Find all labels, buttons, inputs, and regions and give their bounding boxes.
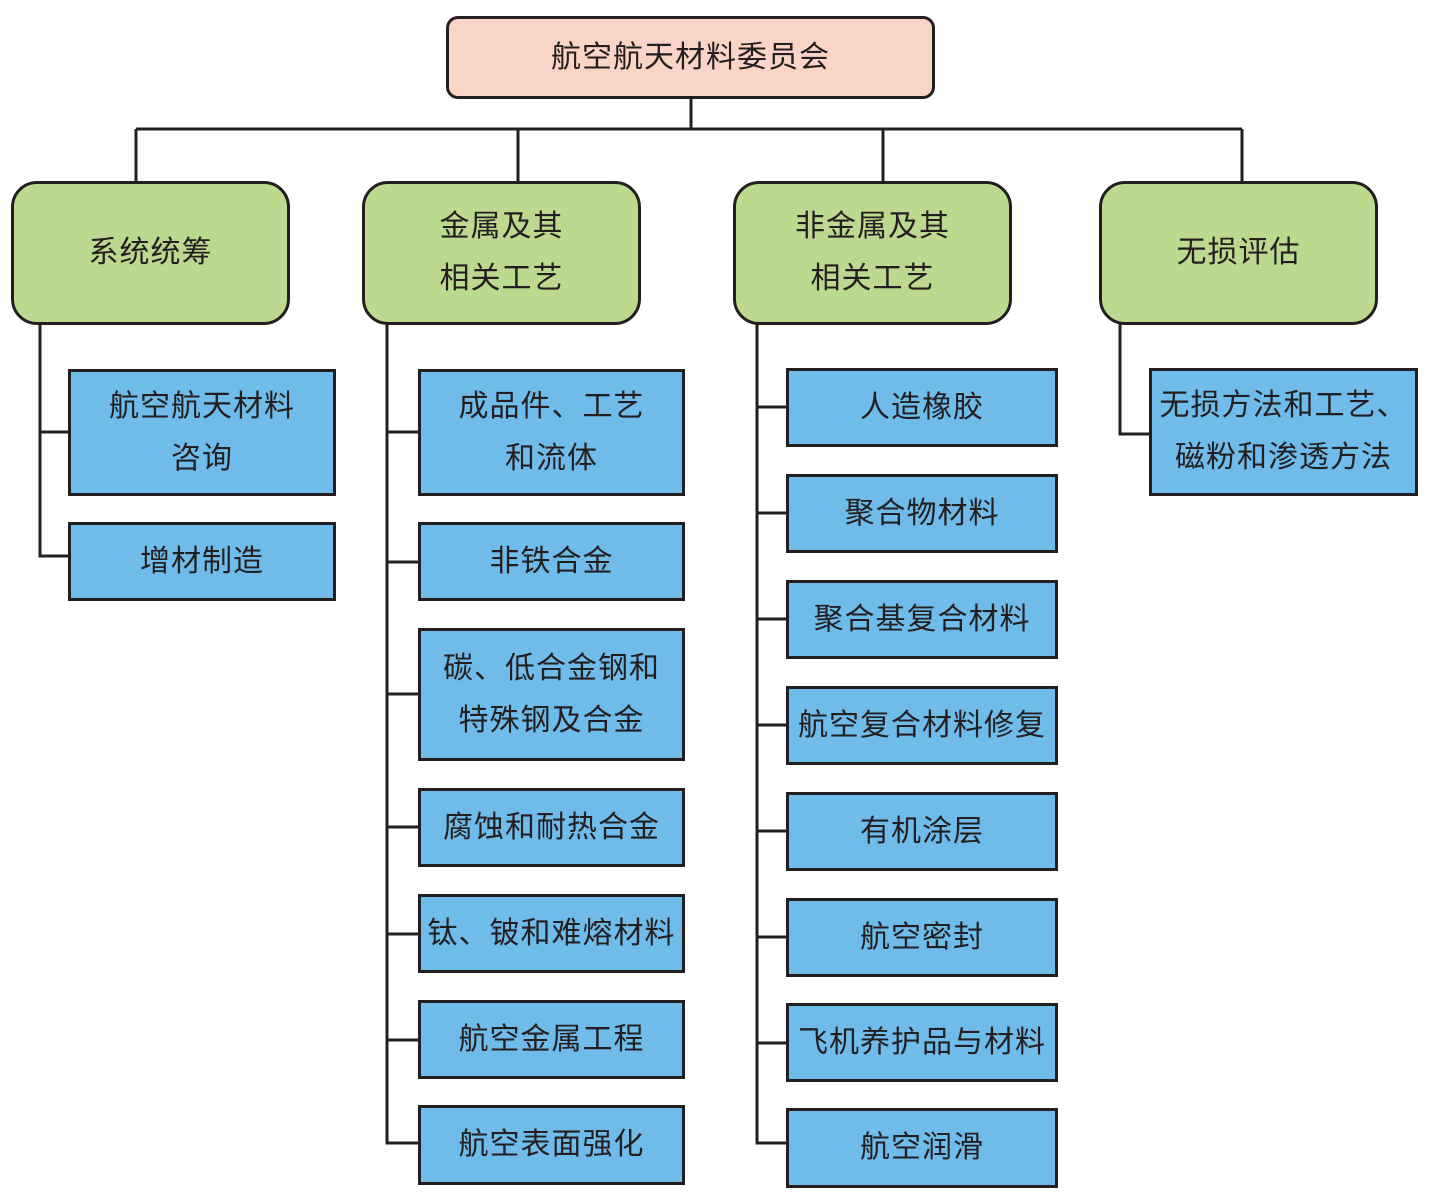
item-label: 航空润滑 <box>860 1130 984 1165</box>
item-node: 聚合物材料 <box>786 474 1058 553</box>
item-node: 航空表面强化 <box>418 1105 685 1185</box>
item-label: 和流体 <box>505 440 598 476</box>
item-label: 特殊钢及合金 <box>458 702 645 738</box>
category-label: 系统统筹 <box>88 235 213 270</box>
item-label: 航空航天材料 <box>109 388 295 424</box>
item-label: 咨询 <box>171 440 233 476</box>
item-label: 航空复合材料修复 <box>798 707 1046 743</box>
item-label: 无损方法和工艺、 <box>1159 388 1408 423</box>
category-nonmetal: 非金属及其 相关工艺 <box>733 181 1012 325</box>
item-node: 腐蚀和耐热合金 <box>418 788 685 867</box>
category-label: 相关工艺 <box>810 261 935 296</box>
item-node: 航空金属工程 <box>418 1000 685 1079</box>
item-label: 磁粉和渗透方法 <box>1175 440 1392 475</box>
item-node: 航空航天材料 咨询 <box>68 369 336 496</box>
item-node: 有机涂层 <box>786 792 1058 871</box>
item-label: 航空密封 <box>860 919 984 955</box>
item-label: 聚合物材料 <box>844 495 1000 531</box>
root-node: 航空航天材料委员会 <box>446 16 935 99</box>
item-label: 钛、铍和难熔材料 <box>427 915 676 951</box>
item-node: 成品件、工艺 和流体 <box>418 369 685 496</box>
category-label: 金属及其 <box>439 209 564 244</box>
item-label: 非铁合金 <box>489 543 614 579</box>
item-node: 非铁合金 <box>418 522 685 601</box>
item-node: 航空复合材料修复 <box>786 686 1058 765</box>
item-label: 碳、低合金钢和 <box>443 650 660 686</box>
category-system: 系统统筹 <box>11 181 290 325</box>
item-node: 增材制造 <box>68 522 336 601</box>
category-ndt: 无损评估 <box>1099 181 1378 325</box>
item-node: 钛、铍和难熔材料 <box>418 894 685 973</box>
root-label: 航空航天材料委员会 <box>551 39 830 75</box>
item-label: 聚合基复合材料 <box>813 601 1031 637</box>
item-node: 飞机养护品与材料 <box>786 1003 1058 1082</box>
item-node: 人造橡胶 <box>786 368 1058 447</box>
item-label: 航空金属工程 <box>458 1021 645 1057</box>
item-label: 航空表面强化 <box>458 1127 645 1162</box>
item-node: 航空密封 <box>786 898 1058 977</box>
item-label: 增材制造 <box>140 543 264 579</box>
item-node: 航空润滑 <box>786 1108 1058 1188</box>
item-label: 有机涂层 <box>860 813 984 849</box>
item-label: 飞机养护品与材料 <box>798 1024 1046 1060</box>
category-metal: 金属及其 相关工艺 <box>362 181 641 325</box>
item-node: 无损方法和工艺、 磁粉和渗透方法 <box>1149 368 1418 496</box>
item-node: 聚合基复合材料 <box>786 580 1058 659</box>
item-node: 碳、低合金钢和 特殊钢及合金 <box>418 628 685 761</box>
category-label: 非金属及其 <box>795 209 950 244</box>
item-label: 腐蚀和耐热合金 <box>443 809 660 845</box>
item-label: 成品件、工艺 <box>458 388 645 424</box>
category-label: 无损评估 <box>1176 235 1301 270</box>
category-label: 相关工艺 <box>439 261 564 296</box>
item-label: 人造橡胶 <box>860 389 984 425</box>
